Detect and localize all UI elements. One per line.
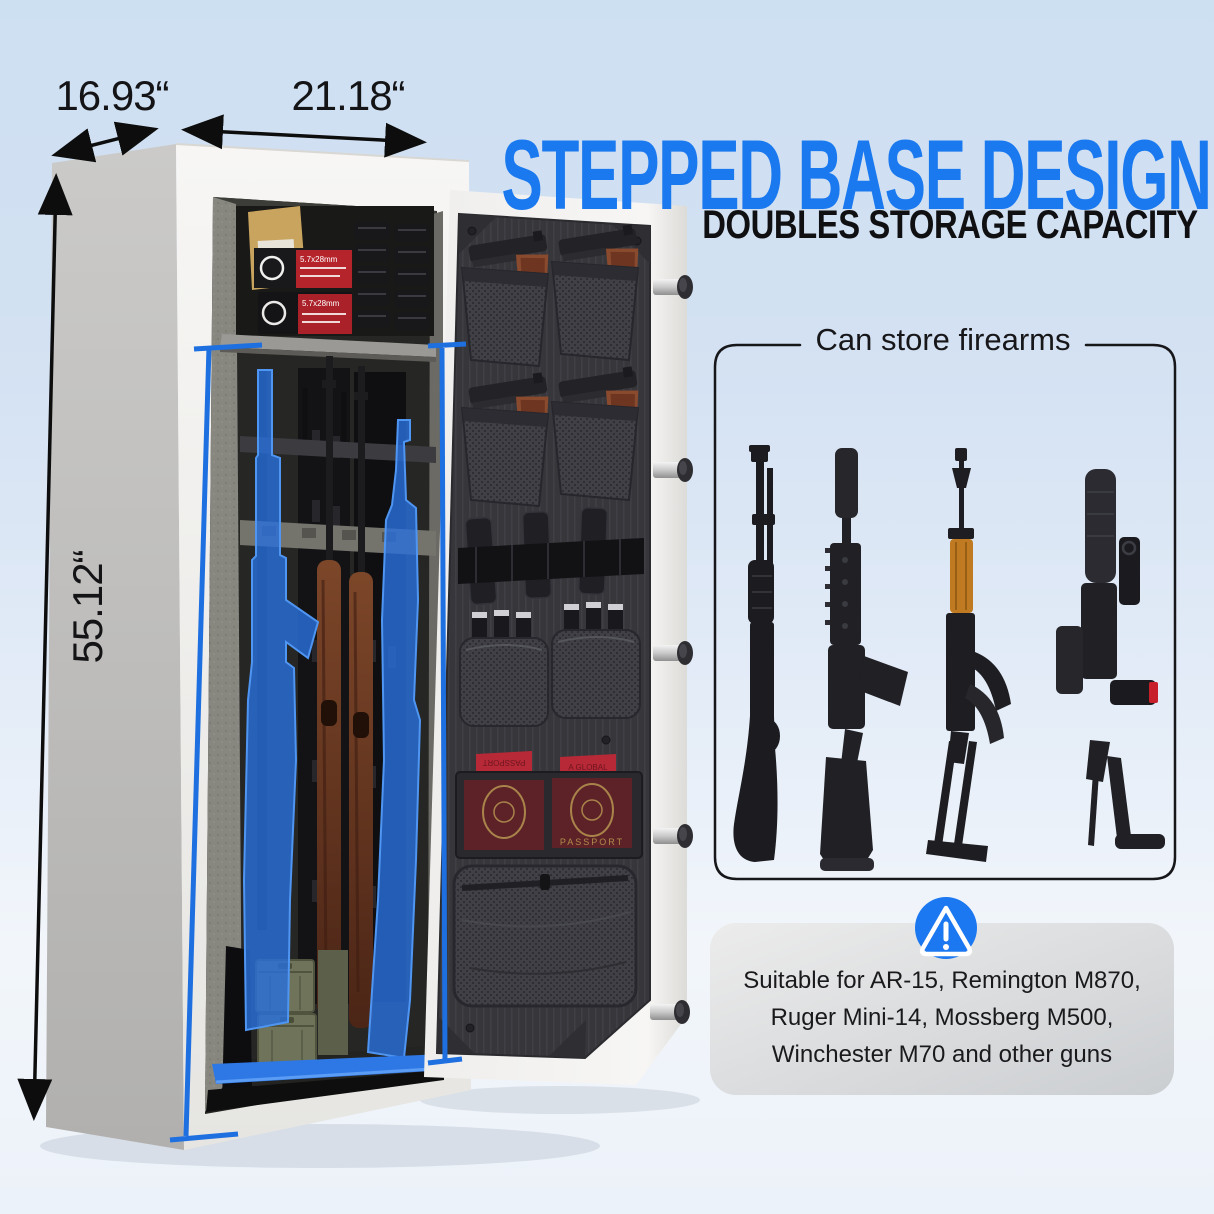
wood-rifle-1 [317, 356, 341, 1016]
width-dimension-label: 21.18“ [291, 72, 405, 119]
notice-line-2: Ruger Mini-14, Mossberg M500, [770, 1004, 1114, 1031]
safe-side-panel [46, 144, 184, 1150]
ar15-icon [820, 448, 908, 871]
ammo-caliber-label: 5.7x28mm [300, 255, 338, 264]
firearms-panel [713, 343, 1177, 881]
passport-cover-label: PASSPORT [560, 837, 624, 847]
highlight-rifle-right [366, 419, 422, 1060]
suitability-notice: Suitable for AR-15, Remington M870, Ruge… [710, 962, 1174, 1073]
warning-icon [915, 897, 977, 959]
page-subtitle: DOUBLES STORAGE CAPACITY [702, 203, 1198, 247]
highlight-rifle-left [242, 369, 320, 1032]
firearms-panel-border [713, 343, 1177, 881]
door-sill [206, 1070, 444, 1112]
wood-rifle-2 [349, 366, 373, 1028]
notice-line-1: Suitable for AR-15, Remington M870, [743, 967, 1141, 994]
ak-rifle-icon [926, 448, 1011, 862]
notice-box-group [710, 897, 1174, 1095]
height-dimension-label: 55.12“ [64, 550, 111, 664]
safe-door: PASSPORT A GLOBAL PASSPORT [424, 190, 693, 1085]
dimension-arrows [17, 114, 427, 1121]
ammo-box-stack: 5.7x28mm 5.7x28mm [254, 248, 352, 334]
passport-top-label: PASSPORT [482, 758, 525, 767]
shotgun-icon [733, 445, 780, 862]
depth-dimension-label: 16.93“ [55, 72, 169, 119]
ammo-caliber-label-2: 5.7x28mm [302, 299, 340, 308]
stepped-base-floor-highlight [212, 1054, 448, 1084]
safe-interior: 5.7x28mm 5.7x28mm [205, 197, 449, 1114]
shelf-magazines [354, 222, 430, 330]
ammo-cans [255, 950, 348, 1067]
interior-height-brackets [169, 341, 467, 1143]
tactical-carbine-icon [1056, 469, 1165, 849]
notice-line-3: Winchester M70 and other guns [771, 1041, 1113, 1068]
passport-tab-label: A GLOBAL [568, 763, 608, 772]
page-title: STEPPED BASE DESIGN [501, 119, 1212, 231]
firearms-panel-title: Can store firearms [815, 322, 1071, 357]
width-arrow [181, 114, 427, 158]
pistol-mag-pouches [459, 602, 641, 727]
depth-arrow [51, 121, 159, 163]
rifle-magazine-strap [458, 507, 644, 606]
passport-pocket: PASSPORT A GLOBAL PASSPORT [455, 751, 643, 859]
shelf [220, 334, 436, 357]
notice-box [710, 923, 1174, 1095]
zipper-mesh-pouch [452, 864, 638, 1008]
height-arrow [17, 173, 73, 1121]
